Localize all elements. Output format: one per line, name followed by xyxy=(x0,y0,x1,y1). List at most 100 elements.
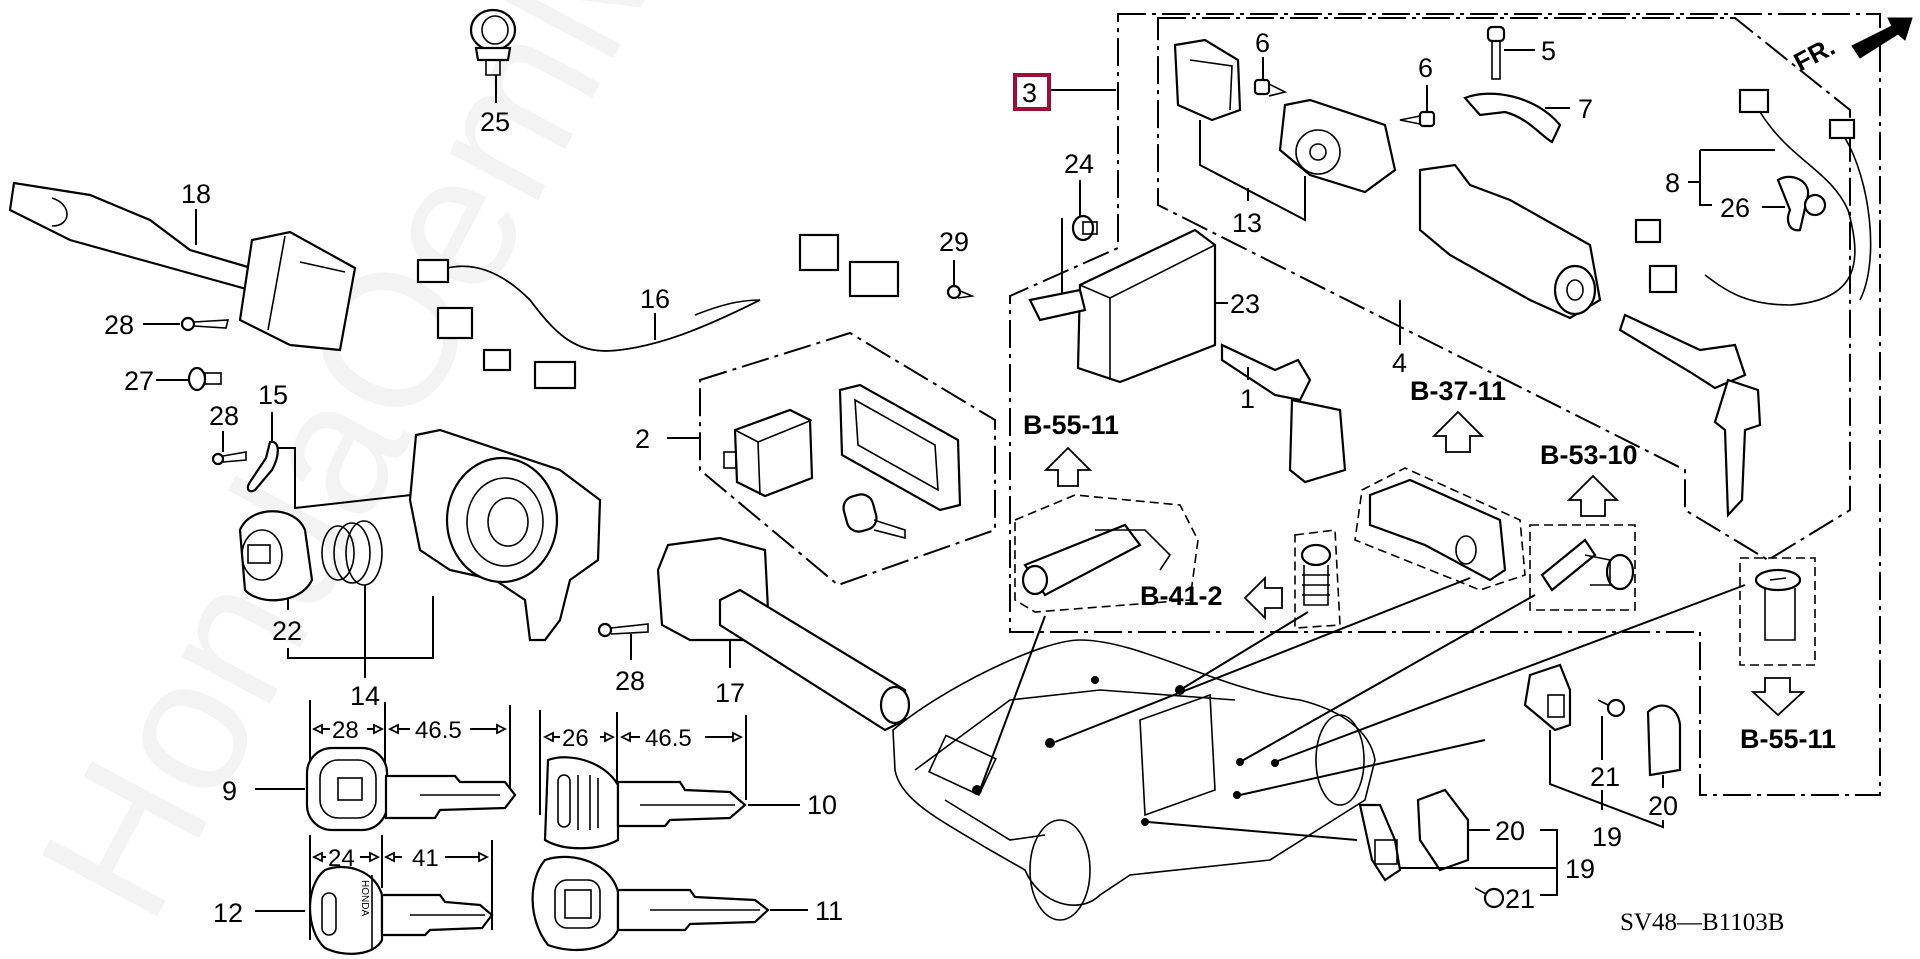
callout-13[interactable]: 13 xyxy=(1232,208,1262,238)
part-combination-switch-18[interactable] xyxy=(8,181,357,352)
callout-22[interactable]: 22 xyxy=(272,616,302,646)
part-steering-lock-4[interactable] xyxy=(1418,163,1602,320)
callout-23[interactable]: 23 xyxy=(1230,289,1260,319)
callout-4[interactable]: 4 xyxy=(1392,348,1407,378)
part-screw-6a[interactable] xyxy=(1253,78,1288,97)
trunk-cylinder-region xyxy=(1014,494,1199,613)
callout-25[interactable]: 25 xyxy=(480,107,510,137)
part-clip-24[interactable] xyxy=(1071,214,1098,242)
part-door-cylinder[interactable] xyxy=(1540,538,1635,592)
part-switch-20b[interactable] xyxy=(1416,788,1470,872)
callout-28b[interactable]: 28 xyxy=(209,401,239,431)
ref-b-37-11-glove-box[interactable]: B-37-11 xyxy=(1410,376,1506,406)
callout-29[interactable]: 29 xyxy=(939,227,969,257)
part-harness-16[interactable] xyxy=(416,233,900,390)
front-direction-label: FR. xyxy=(1789,31,1840,77)
part-screw-28b[interactable] xyxy=(211,451,247,466)
callout-20a[interactable]: 20 xyxy=(1648,791,1678,821)
dim-key10-blade: 46.5 xyxy=(645,725,692,752)
callout-26[interactable]: 26 xyxy=(1720,193,1750,223)
up-arrow-icon xyxy=(1566,474,1620,517)
callout-8[interactable]: 8 xyxy=(1665,168,1680,198)
part-lighting-switch-17[interactable] xyxy=(656,536,911,732)
part-bolt-27[interactable] xyxy=(187,366,222,392)
part-glove-box-lock[interactable] xyxy=(1368,478,1507,582)
part-key-9[interactable] xyxy=(305,746,517,832)
callout-7[interactable]: 7 xyxy=(1578,94,1593,124)
callout-3-box xyxy=(1013,73,1051,111)
ref-b-55-11-tailgate[interactable]: B-55-11 xyxy=(1740,724,1836,754)
callout-2[interactable]: 2 xyxy=(635,424,650,454)
callout-19b[interactable]: 19 xyxy=(1565,854,1595,884)
diagram-code: SV48—B1103B xyxy=(1620,909,1784,936)
ref-b-41-2-fuel-lid[interactable]: B-41-2 xyxy=(1140,581,1223,611)
front-direction-indicator: FR. xyxy=(1789,17,1913,77)
left-arrow-icon xyxy=(1243,575,1283,621)
ref-b-55-11-trunk[interactable]: B-55-11 xyxy=(1023,410,1119,440)
part-screw-28c[interactable] xyxy=(597,622,649,638)
door-cylinder-region xyxy=(1529,524,1636,611)
part-rotor-22[interactable] xyxy=(238,510,314,602)
part-keys-4[interactable] xyxy=(1618,313,1762,518)
part-immobilizer-unit-2[interactable] xyxy=(723,408,814,498)
callout-24[interactable]: 24 xyxy=(1064,149,1094,179)
callout-21b[interactable]: 21 xyxy=(1505,884,1535,914)
part-clip-26[interactable] xyxy=(1776,175,1827,232)
part-screw-21b[interactable] xyxy=(1474,887,1505,909)
callout-15[interactable]: 15 xyxy=(258,380,288,410)
callout-21a[interactable]: 21 xyxy=(1590,762,1620,792)
part-key-10[interactable] xyxy=(543,756,747,850)
callout-5[interactable]: 5 xyxy=(1541,36,1556,66)
part-harness-8[interactable] xyxy=(1634,88,1872,306)
callout-9[interactable]: 9 xyxy=(222,776,237,806)
part-clamp-25[interactable] xyxy=(469,8,517,76)
callout-17[interactable]: 17 xyxy=(715,678,745,708)
ref-b-53-10-door-lock[interactable]: B-53-10 xyxy=(1540,440,1638,470)
callout-10[interactable]: 10 xyxy=(807,790,837,820)
callout-14[interactable]: 14 xyxy=(350,681,380,711)
callout-16[interactable]: 16 xyxy=(640,284,670,314)
part-ignition-switch-13b[interactable] xyxy=(1278,98,1397,194)
part-clamp-7[interactable] xyxy=(1463,92,1562,144)
part-trunk-cylinder[interactable] xyxy=(1021,523,1172,597)
part-switch-20a[interactable] xyxy=(1646,704,1682,777)
part-switch-19a[interactable] xyxy=(1523,663,1572,732)
part-screw-29[interactable] xyxy=(946,284,975,300)
part-key-2[interactable] xyxy=(841,492,906,540)
callout-12[interactable]: 12 xyxy=(213,898,243,928)
kit-boundary-3 xyxy=(1009,13,1881,796)
part-switch-13a[interactable] xyxy=(1173,38,1242,122)
callout-19a[interactable]: 19 xyxy=(1592,822,1622,852)
callout-1[interactable]: 1 xyxy=(1240,384,1255,414)
callout-18[interactable]: 18 xyxy=(181,179,211,209)
kit-boundary-4 xyxy=(1157,17,1851,562)
callout-3[interactable]: 3 xyxy=(1022,78,1037,108)
dim-key9-blade: 46.5 xyxy=(415,717,462,744)
up-arrow-icon xyxy=(1431,410,1485,453)
dim-key9-head: 28 xyxy=(332,717,359,744)
part-key-1[interactable] xyxy=(1220,343,1347,484)
part-tailgate-cylinder[interactable] xyxy=(1754,568,1802,641)
part-clip-15[interactable] xyxy=(246,440,279,493)
part-fuel-lid-cylinder[interactable] xyxy=(1300,543,1332,606)
callout-6a[interactable]: 6 xyxy=(1255,28,1270,58)
callout-20b[interactable]: 20 xyxy=(1495,816,1525,846)
part-cable-reel-14[interactable] xyxy=(408,428,602,642)
part-switch-19b[interactable] xyxy=(1358,803,1402,882)
part-key-plate-2[interactable] xyxy=(838,383,962,512)
part-bolt-5[interactable] xyxy=(1486,25,1506,80)
callout-6b[interactable]: 6 xyxy=(1418,53,1433,83)
location-leaders xyxy=(979,577,1746,841)
part-key-11[interactable] xyxy=(531,855,770,952)
part-screw-21a[interactable] xyxy=(1597,698,1626,718)
callout-27[interactable]: 27 xyxy=(124,366,154,396)
fuel-cylinder-region xyxy=(1294,529,1341,629)
callout-28a[interactable]: 28 xyxy=(104,310,134,340)
part-key-12[interactable]: HONDA xyxy=(308,865,494,955)
callout-28c[interactable]: 28 xyxy=(615,666,645,696)
part-control-unit-23[interactable] xyxy=(1028,228,1217,384)
part-screw-28a[interactable] xyxy=(180,316,230,332)
callout-11[interactable]: 11 xyxy=(815,896,843,926)
part-screw-6b[interactable] xyxy=(1399,110,1436,128)
